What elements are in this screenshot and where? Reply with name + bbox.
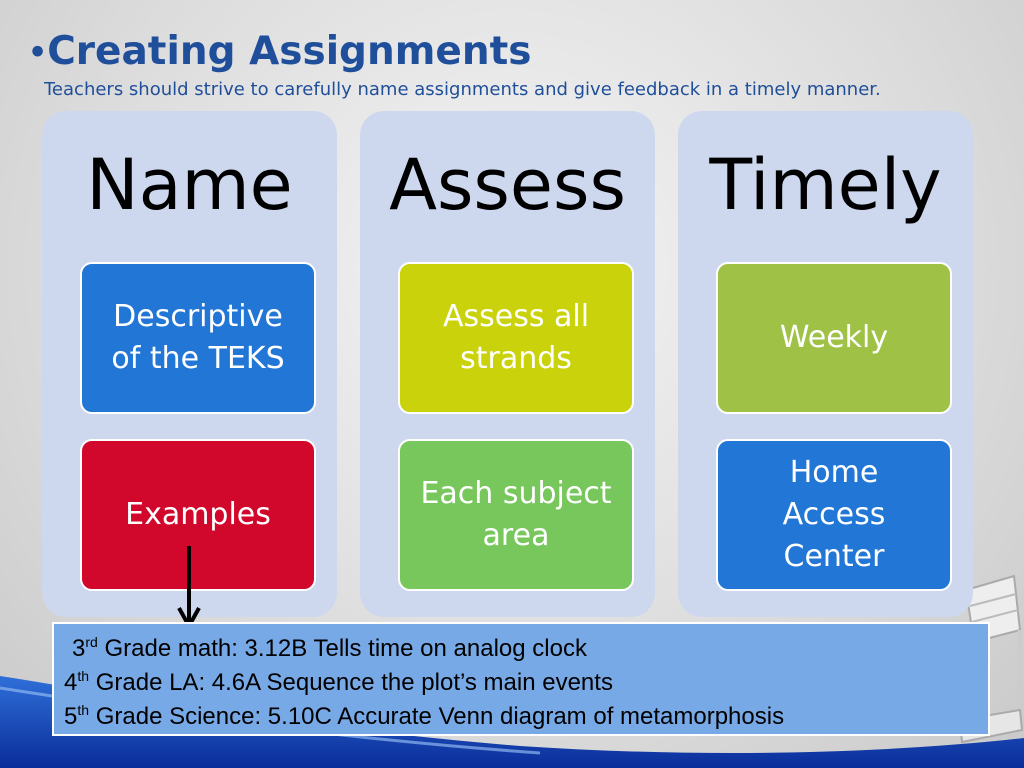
- example-line: 4th Grade LA: 4.6A Sequence the plot’s m…: [64, 668, 613, 696]
- example-line: 3rd Grade math: 3.12B Tells time on anal…: [72, 634, 587, 662]
- title-text: Creating Assignments: [47, 29, 532, 74]
- card-descriptive-teks: Descriptive of the TEKS: [80, 262, 316, 414]
- card-home-access-center: Home Access Center: [716, 439, 952, 591]
- column-assess: Assess Assess all strands Each subject a…: [360, 111, 655, 617]
- card-assess-all-strands: Assess all strands: [398, 262, 634, 414]
- down-arrow-icon: [177, 546, 201, 630]
- title-bullet: •: [28, 35, 48, 71]
- column-heading: Timely: [709, 144, 942, 226]
- column-name: Name Descriptive of the TEKS Examples: [42, 111, 337, 617]
- column-timely: Timely Weekly Home Access Center: [678, 111, 973, 617]
- slide-title: •Creating Assignments: [28, 28, 531, 78]
- card-weekly: Weekly: [716, 262, 952, 414]
- column-heading: Name: [86, 144, 293, 226]
- column-heading: Assess: [389, 144, 626, 226]
- slide-subtitle: Teachers should strive to carefully name…: [44, 79, 881, 100]
- card-each-subject-area: Each subject area: [398, 439, 634, 591]
- examples-box: 3rd Grade math: 3.12B Tells time on anal…: [52, 622, 990, 736]
- example-line: 5th Grade Science: 5.10C Accurate Venn d…: [64, 702, 785, 730]
- card-examples: Examples: [80, 439, 316, 591]
